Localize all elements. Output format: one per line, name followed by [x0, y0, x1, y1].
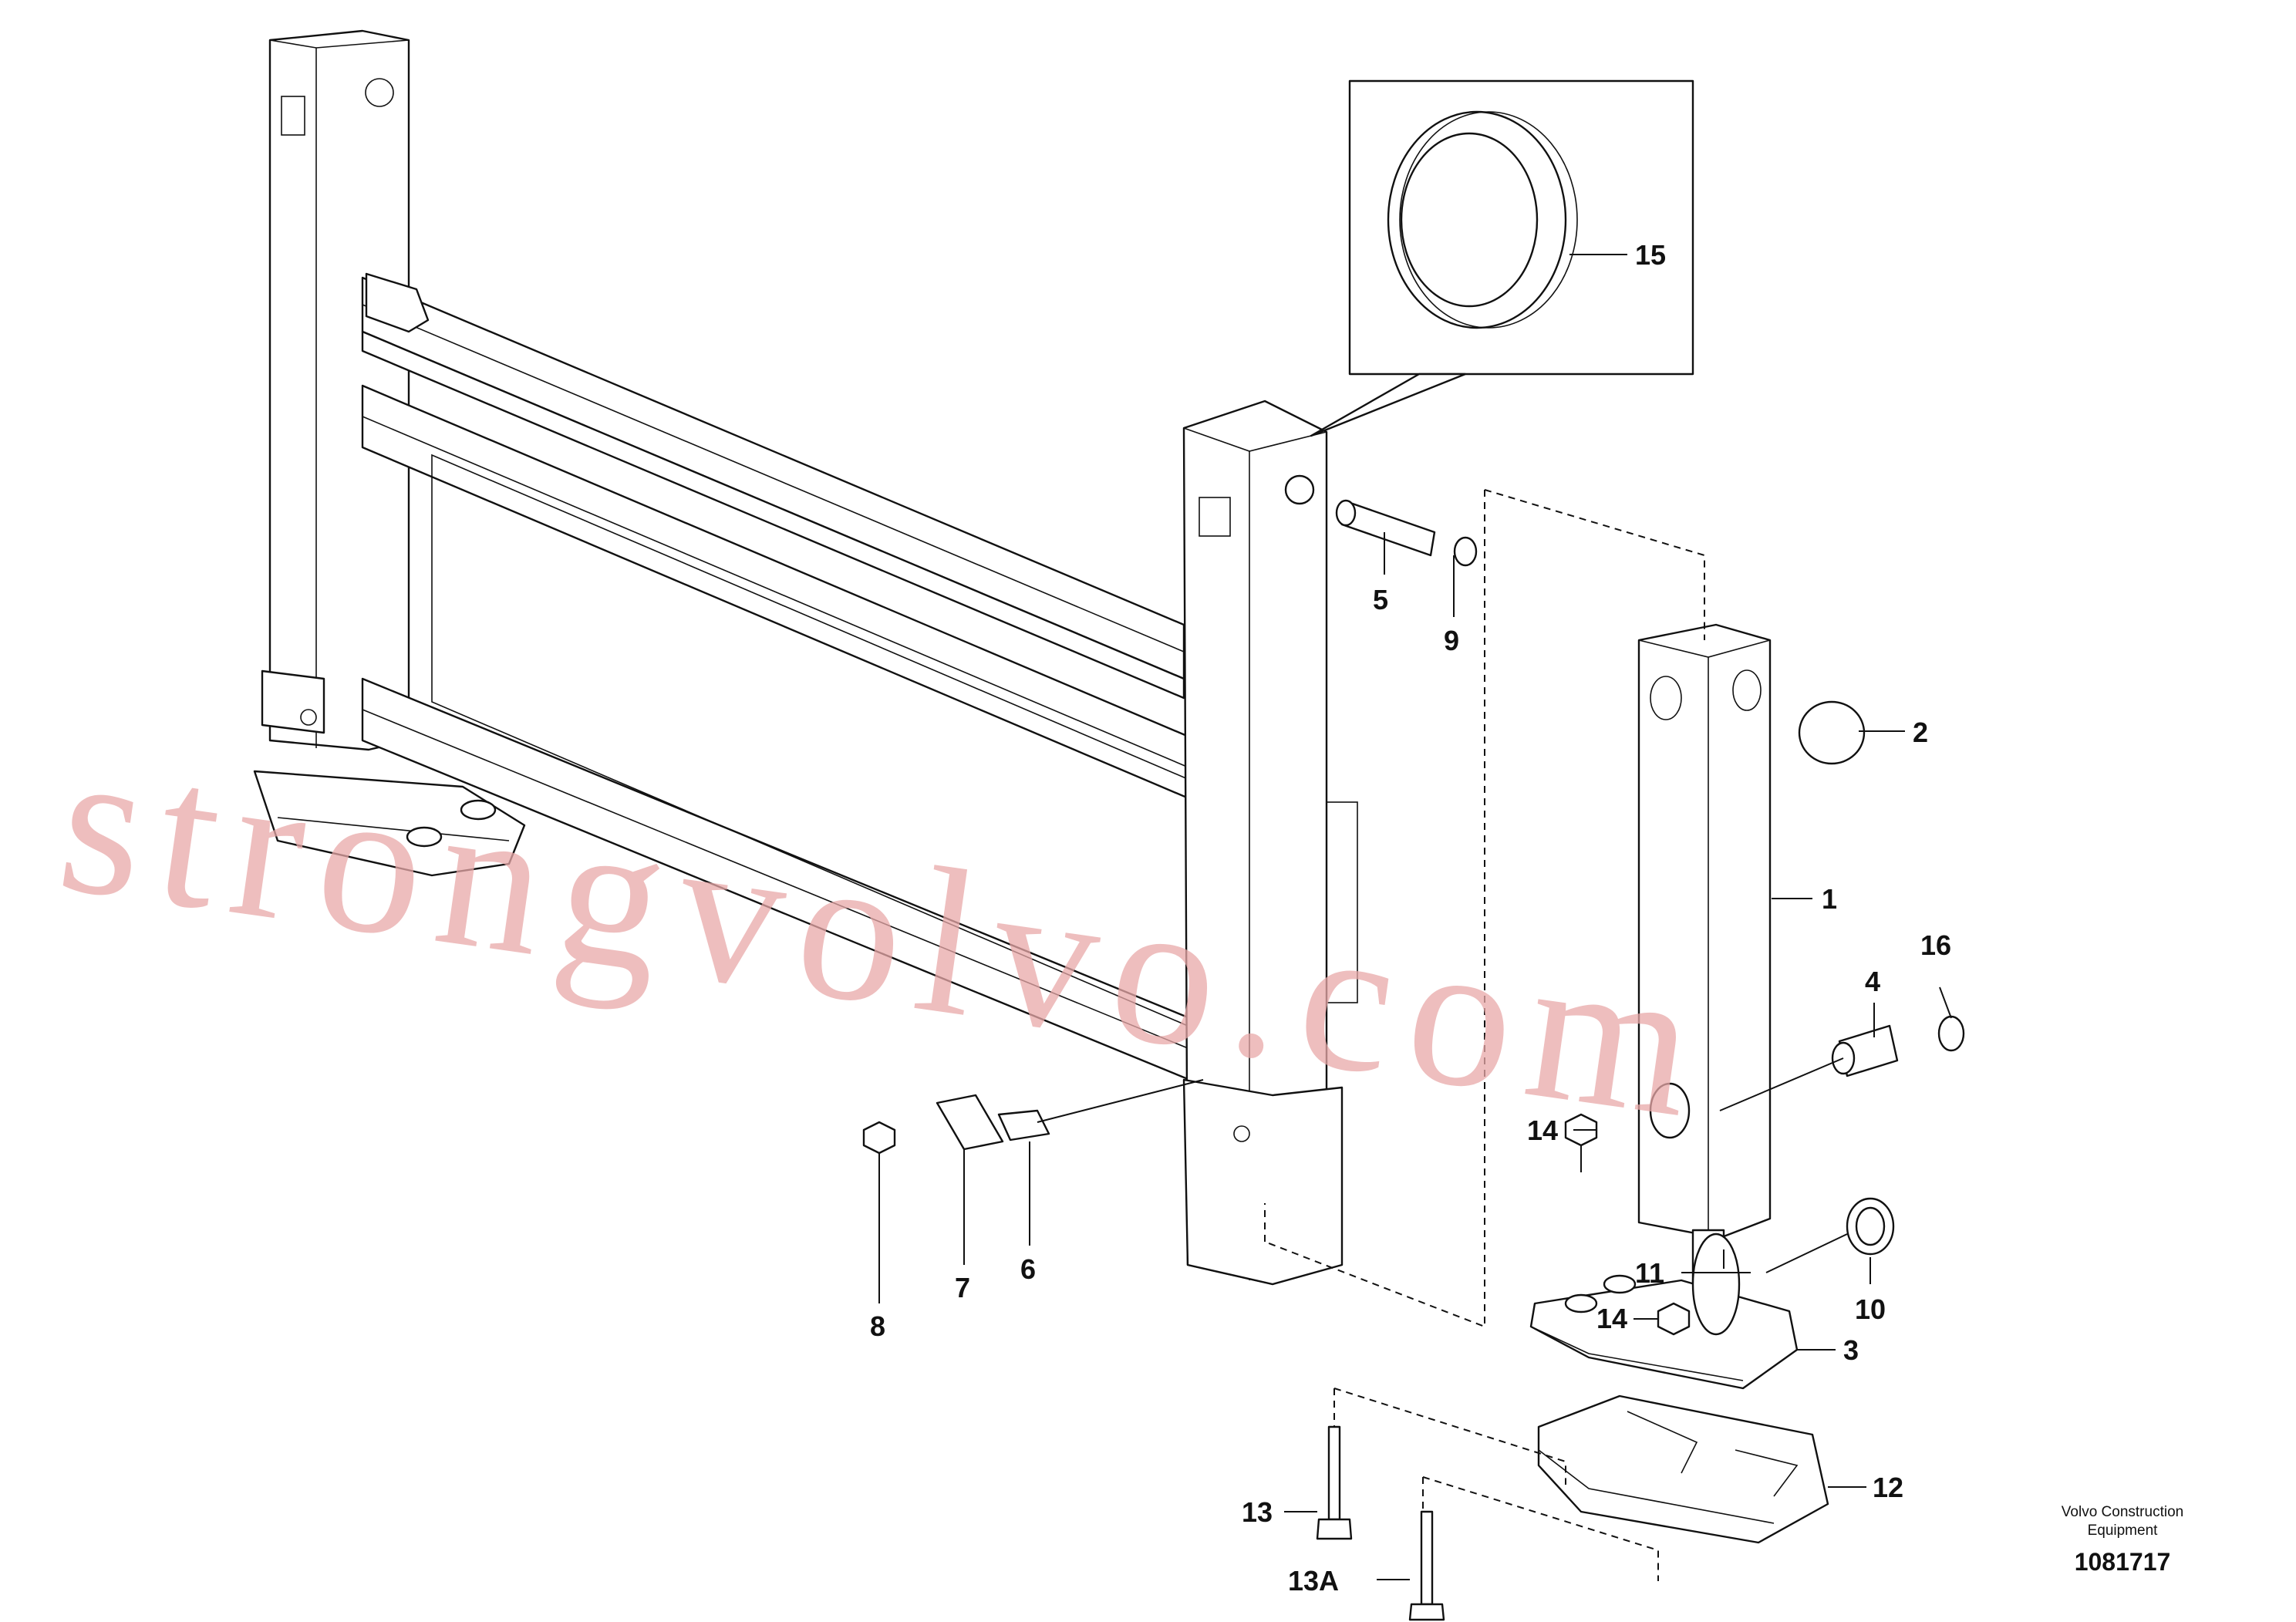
callout-13a: 13A [1288, 1565, 1339, 1597]
leg-assembly [1529, 623, 1866, 1544]
callout-4: 4 [1865, 966, 1880, 997]
callout-9: 9 [1444, 625, 1459, 656]
callout-1: 1 [1822, 883, 1837, 915]
leader-lines [878, 254, 1952, 1580]
assembly-alignment-lines [1264, 489, 1705, 1581]
callout-3: 3 [1843, 1334, 1859, 1366]
callout-15: 15 [1635, 239, 1666, 271]
callout-7: 7 [955, 1272, 970, 1303]
small-parts [862, 499, 1965, 1621]
callout-labels: 15 2 1 5 9 4 16 14 11 10 14 3 12 6 7 8 1… [870, 239, 1951, 1597]
callout-11: 11 [1635, 1257, 1664, 1289]
callout-16: 16 [1920, 929, 1951, 961]
credit-block: Volvo Construction Equipment 1081717 [2062, 1504, 2183, 1576]
main-frame [253, 29, 1358, 1286]
callout-14-lower: 14 [1596, 1303, 1627, 1334]
credit-line-1: Volvo Construction [2062, 1504, 2183, 1520]
callout-5: 5 [1373, 584, 1388, 615]
document-number: 1081717 [2075, 1548, 2171, 1576]
callout-10: 10 [1855, 1293, 1886, 1325]
callout-12: 12 [1873, 1472, 1903, 1503]
callout-6: 6 [1020, 1253, 1036, 1285]
callout-2: 2 [1913, 717, 1928, 748]
callout-8: 8 [870, 1310, 885, 1342]
callout-14-upper: 14 [1527, 1114, 1558, 1146]
watermark-text: strongvolvo.com [48, 703, 1724, 1163]
detail-inset-box [1310, 79, 1694, 437]
callout-13: 13 [1242, 1496, 1273, 1528]
credit-line-2: Equipment [2088, 1523, 2159, 1539]
